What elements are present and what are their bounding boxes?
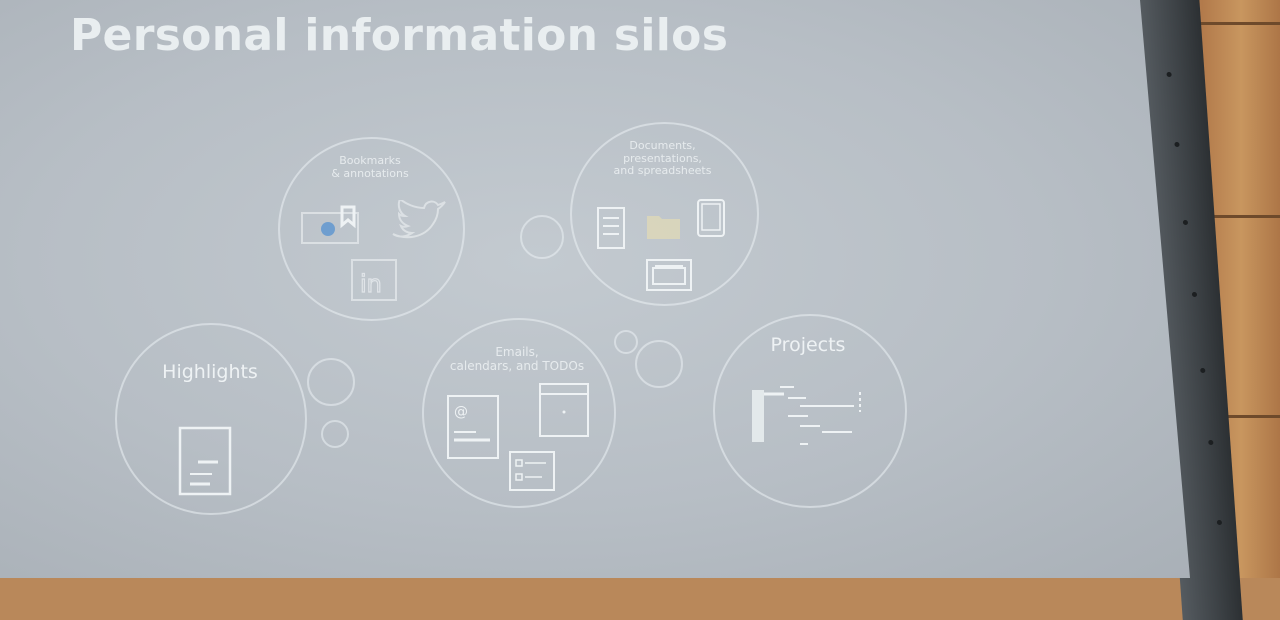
twitter-icon xyxy=(392,200,446,239)
gantt-icon xyxy=(752,386,861,445)
documents-label-line2: presentations, xyxy=(623,151,702,165)
projects-label: Projects xyxy=(770,334,846,356)
svg-text:in: in xyxy=(360,270,382,298)
linkedin-icon: in xyxy=(351,259,397,301)
calendar-icon xyxy=(539,383,589,437)
bookmarks-label-line2: & annotations xyxy=(331,166,409,180)
emails-label-line2: calendars, and TODOs xyxy=(449,358,585,373)
bookmarks-label-line1: Bookmarks xyxy=(339,154,401,167)
projection-screen: Personal information silos Bookmarks & a… xyxy=(0,0,1190,578)
slide-title: Personal information silos xyxy=(70,10,729,61)
documents-label: Documents, presentations, and spreadshee… xyxy=(590,139,735,178)
connector-circle-5 xyxy=(635,340,683,388)
email-icon: @ xyxy=(447,395,499,459)
projects-bubble xyxy=(713,314,907,508)
emails-label: Emails, calendars, and TODOs xyxy=(432,345,602,374)
document-icon xyxy=(597,207,625,249)
highlight-note-icon xyxy=(178,426,232,496)
svg-text:@: @ xyxy=(454,404,468,420)
highlights-label: Highlights xyxy=(162,361,258,383)
documents-label-line1: Documents, xyxy=(629,139,696,152)
connector-circle-1 xyxy=(520,215,564,259)
emails-label-line1: Emails, xyxy=(495,345,539,359)
tablet-icon xyxy=(697,199,725,237)
connector-circle-4 xyxy=(614,330,638,354)
bookmarks-bubble xyxy=(278,137,465,321)
bookmark-icon xyxy=(301,205,359,244)
emails-bubble xyxy=(422,318,616,508)
highlights-bubble xyxy=(115,323,307,515)
documents-bubble xyxy=(570,122,759,306)
bookmarks-label: Bookmarks & annotations xyxy=(300,154,440,180)
presentation-icon xyxy=(646,259,692,291)
documents-label-line3: and spreadsheets xyxy=(613,164,712,178)
todo-icon xyxy=(509,451,555,491)
connector-circle-2 xyxy=(307,358,355,406)
connector-circle-3 xyxy=(321,420,349,448)
folder-icon xyxy=(647,216,680,239)
